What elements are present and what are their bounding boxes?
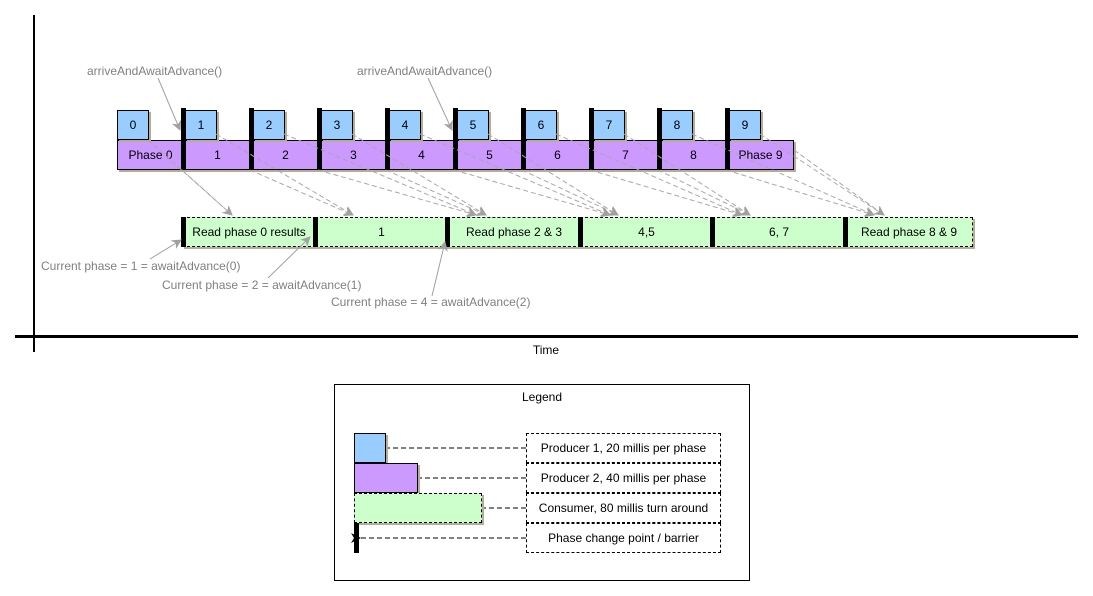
legend-swatch-barrier	[354, 523, 359, 553]
consumer-segment-3: 4,5	[580, 217, 713, 247]
producer1-box-4: 4	[389, 110, 421, 140]
producer-barrier-4	[385, 108, 390, 170]
consumer-segment-5: Read phase 8 & 9	[845, 217, 973, 247]
arrive-annotation-2: arriveAndAwaitAdvance()	[357, 64, 493, 78]
await-annotation-2: Current phase = 4 = awaitAdvance(2)	[331, 295, 531, 309]
consumer-barrier-1	[313, 217, 318, 247]
await-annotation-1: Current phase = 2 = awaitAdvance(1)	[162, 278, 362, 292]
consumer-barrier-0	[181, 217, 186, 247]
await-arrow-2	[431, 241, 448, 297]
consumer-barrier-2	[445, 217, 450, 247]
consumer-segment-1: 1	[315, 217, 448, 247]
vertical-axis	[33, 15, 35, 352]
time-axis	[15, 335, 1078, 338]
consumer-segment-4: 6, 7	[712, 217, 846, 247]
producer-barrier-3	[317, 108, 322, 170]
legend-swatch-producer1	[354, 433, 386, 463]
producer1-box-0: 0	[117, 110, 149, 140]
legend-label-producer1: Producer 1, 20 millis per phase	[526, 433, 721, 463]
legend-title: Legend	[521, 390, 563, 404]
producer2-phase-0: Phase 0	[117, 140, 184, 170]
producer2-phase-7: 7	[591, 140, 660, 170]
flow-p2-7	[657, 169, 751, 216]
await-annotation-0: Current phase = 1 = awaitAdvance(0)	[41, 259, 241, 273]
producer2-phase-4: 4	[387, 140, 456, 170]
flow-p2-0	[181, 169, 233, 216]
flow-p2-2	[317, 169, 477, 218]
flow-p2-4	[453, 169, 611, 218]
producer1-box-1: 1	[185, 110, 217, 140]
legend-label-barrier: Phase change point / barrier	[526, 523, 721, 553]
producer2-phase-8: 8	[659, 140, 728, 170]
await-arrow-0	[149, 239, 182, 260]
producer-barrier-1	[181, 108, 186, 170]
consumer-segment-0: Read phase 0 results	[182, 217, 316, 247]
producer2-phase-6: 6	[523, 140, 592, 170]
producer2-phase-9: Phase 9	[727, 140, 794, 170]
producer-barrier-8	[657, 108, 662, 170]
flow-p2-8	[725, 169, 875, 218]
producer2-phase-1: 1	[183, 140, 252, 170]
legend-box	[334, 384, 750, 581]
consumer-barrier-4	[710, 217, 715, 247]
producer1-box-7: 7	[593, 110, 625, 140]
producer2-phase-5: 5	[455, 140, 524, 170]
flow-p2-1	[249, 169, 354, 216]
time-axis-label: Time	[532, 343, 560, 357]
producer1-box-9: 9	[729, 110, 761, 140]
arrive-arrow-2	[427, 77, 453, 131]
flow-p2-5	[521, 169, 619, 216]
producer1-box-3: 3	[321, 110, 353, 140]
producer-barrier-7	[589, 108, 594, 170]
legend-label-consumer: Consumer, 80 millis turn around	[526, 493, 721, 523]
arrive-arrow-1	[157, 77, 182, 131]
producer1-box-6: 6	[525, 110, 557, 140]
flow-p2-9	[793, 149, 885, 216]
producer2-phase-3: 3	[319, 140, 388, 170]
producer-barrier-6	[521, 108, 526, 170]
producer-barrier-2	[249, 108, 254, 170]
legend-swatch-consumer	[354, 493, 482, 523]
producer1-box-8: 8	[661, 110, 693, 140]
legend-swatch-producer2	[354, 463, 418, 493]
producer1-box-5: 5	[457, 110, 489, 140]
producer-barrier-9	[725, 108, 730, 170]
flow-p2-3	[385, 169, 487, 216]
producer2-phase-2: 2	[251, 140, 320, 170]
consumer-segment-2: Read phase 2 & 3	[447, 217, 581, 247]
consumer-barrier-3	[578, 217, 583, 247]
producer1-box-2: 2	[253, 110, 285, 140]
producer-barrier-5	[453, 108, 458, 170]
flow-p2-6	[589, 169, 743, 218]
consumer-barrier-5	[843, 217, 848, 247]
arrive-annotation-1: arriveAndAwaitAdvance()	[87, 64, 223, 78]
legend-label-producer2: Producer 2, 40 millis per phase	[526, 463, 721, 493]
